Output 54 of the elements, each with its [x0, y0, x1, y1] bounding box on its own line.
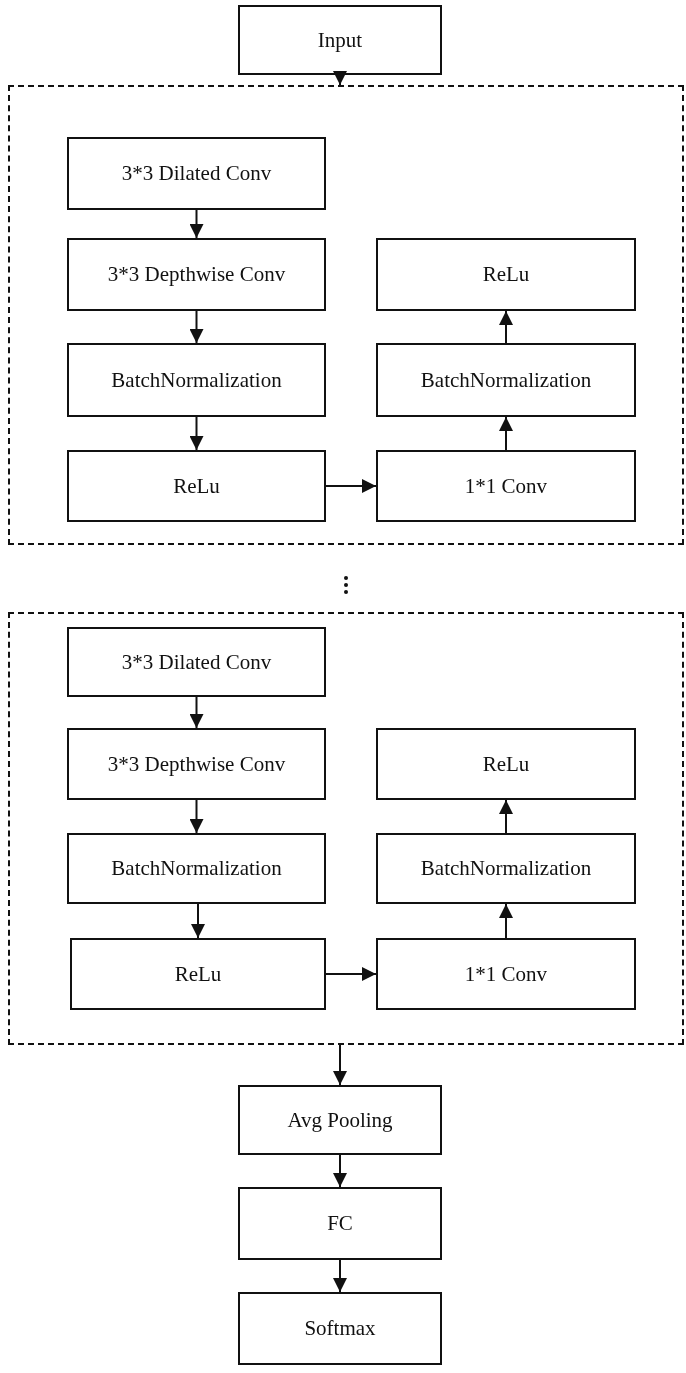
process-box: [376, 450, 636, 522]
arrow: [191, 903, 205, 939]
box-label: 1*1 Conv: [463, 961, 549, 987]
box-label: BatchNormalization: [419, 367, 593, 393]
box-label: 3*3 Depthwise Conv: [106, 751, 287, 777]
process-box: [67, 627, 326, 697]
process-box: [238, 1292, 442, 1365]
box-label: ReLu: [172, 473, 221, 499]
process-box: [67, 833, 326, 904]
process-box: [67, 728, 326, 800]
box-label: BatchNormalization: [110, 856, 283, 881]
box-label: Input: [316, 27, 364, 53]
arrow: [333, 1154, 347, 1188]
arrow: [333, 1044, 347, 1086]
process-box: [67, 343, 326, 417]
arrow: [189, 696, 204, 729]
arrow: [333, 1259, 347, 1293]
box-label: BatchNormalization: [110, 367, 283, 393]
process-box: [67, 450, 326, 522]
arrow: [333, 71, 347, 86]
box-label: Avg Pooling: [286, 1107, 394, 1133]
process-box: [376, 938, 636, 1010]
arrow: [499, 310, 513, 344]
process-box: [67, 238, 326, 311]
box-label: 3*3 Dilated Conv: [120, 161, 273, 186]
box-label: ReLu: [173, 961, 223, 987]
box-label: Softmax: [303, 1316, 377, 1341]
box-label: 3*3 Depthwise Conv: [106, 262, 287, 287]
process-box: [238, 5, 442, 75]
process-box: [376, 833, 636, 904]
arrow: [499, 799, 513, 834]
arrow: [325, 479, 377, 493]
process-box: [376, 728, 636, 800]
process-box: [67, 137, 326, 210]
arrow: [189, 416, 204, 451]
arrow: [189, 799, 204, 834]
arrow: [189, 310, 204, 344]
arrow: [499, 416, 513, 451]
dashed-group-box: [8, 85, 684, 545]
box-label: BatchNormalization: [419, 856, 593, 881]
process-box: [238, 1187, 442, 1260]
box-label: 1*1 Conv: [463, 473, 549, 499]
arrow: [499, 903, 513, 939]
process-box: [376, 238, 636, 311]
process-box: [238, 1085, 442, 1155]
box-label: FC: [326, 1211, 354, 1236]
process-box: [70, 938, 326, 1010]
arrow: [189, 209, 204, 239]
arrow: [325, 967, 377, 981]
process-box: [376, 343, 636, 417]
box-label: 3*3 Dilated Conv: [120, 649, 273, 675]
dashed-group-box: [8, 612, 684, 1045]
box-label: ReLu: [481, 262, 531, 287]
box-label: ReLu: [481, 751, 531, 777]
